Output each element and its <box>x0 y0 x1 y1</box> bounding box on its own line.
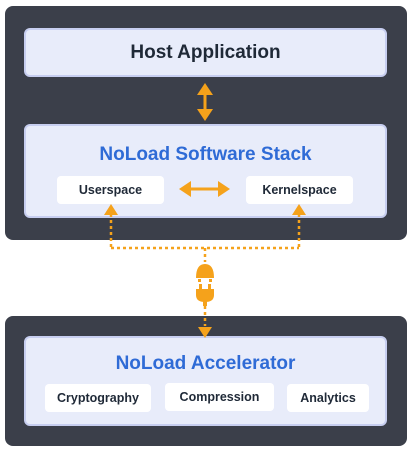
compression-chip: Compression <box>165 383 274 411</box>
plug-icon <box>196 264 214 306</box>
software-stack-title: NoLoad Software Stack <box>99 144 312 165</box>
userspace-chip: Userspace <box>57 176 164 204</box>
host-application-box: Host Application <box>24 28 387 77</box>
cryptography-chip: Cryptography <box>45 384 151 412</box>
accelerator-box: NoLoad Accelerator <box>24 336 387 426</box>
host-application-title: Host Application <box>130 42 281 63</box>
accelerator-title: NoLoad Accelerator <box>115 353 296 374</box>
analytics-chip: Analytics <box>287 384 369 412</box>
kernelspace-chip: Kernelspace <box>246 176 353 204</box>
